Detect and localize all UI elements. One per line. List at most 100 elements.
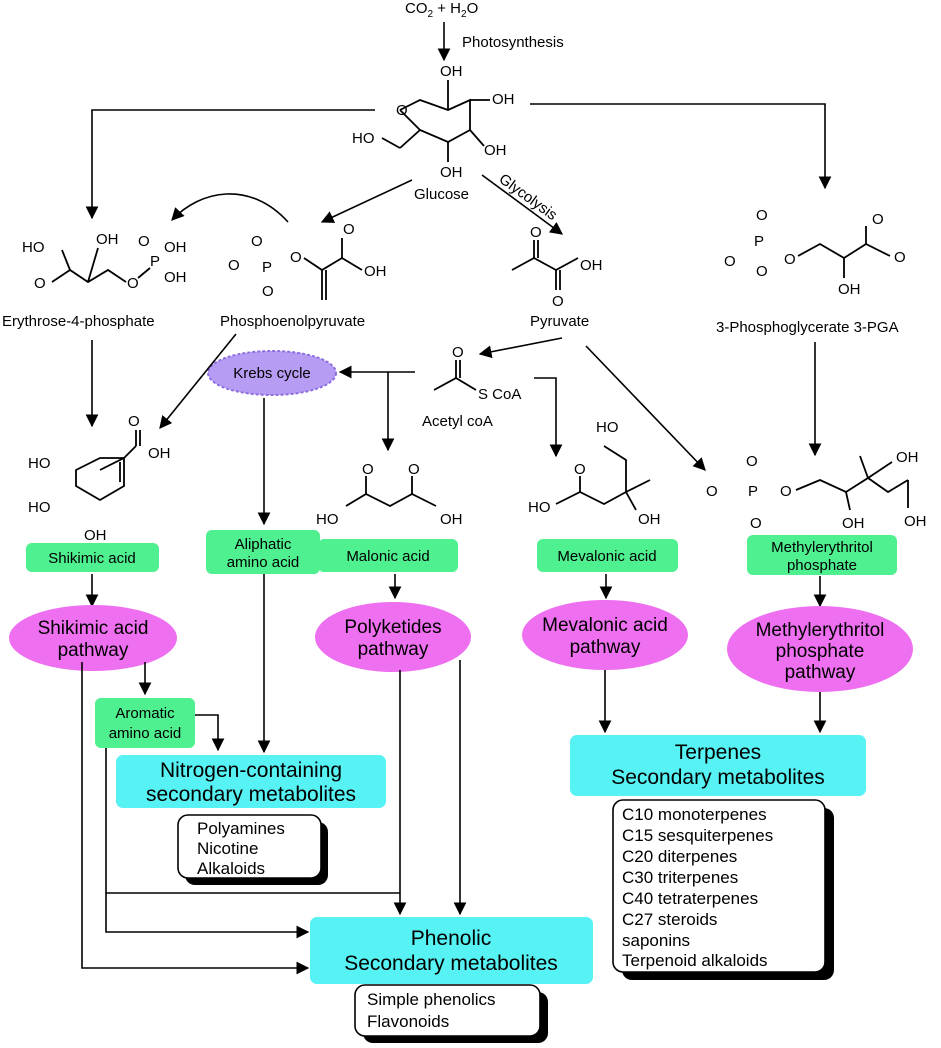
e4p-ho: HO [22, 239, 45, 256]
phenolic-item-2: Flavonoids [367, 1012, 449, 1031]
mevalonic-ho: HO [528, 499, 551, 516]
shikimic-acid-oh: OH [148, 445, 171, 462]
krebs-cycle-oval [207, 350, 337, 396]
aromatic-to-phenolic-arrow [105, 748, 310, 939]
e4p-structure: HO OH O O P O OH OH [22, 231, 187, 292]
terpenes-title-line2: Secondary metabolites [611, 766, 825, 789]
mevalonic-o: O [574, 461, 586, 478]
shikimic-pathway-line1: Shikimic acid [38, 618, 149, 639]
acetyl-s-coa: S CoA [478, 386, 521, 403]
glucose-to-pga-arrow [530, 103, 832, 190]
terpenes-list-box [612, 799, 826, 973]
terpenes-item-8: Terpenoid alkaloids [622, 951, 768, 970]
acetyl-to-mevalonic-arrow [534, 377, 563, 458]
glucose-to-e4p-arrow [85, 109, 375, 220]
mep-o-left: O [706, 483, 718, 500]
e4p-label: Erythrose-4-phosphate [2, 313, 155, 330]
pga-p: P [754, 233, 764, 250]
glucose-oh-lower-right: OH [484, 142, 507, 159]
shikimic-to-phenolic-arrow [81, 662, 310, 975]
nitrogen-box [116, 755, 386, 808]
pep-to-e4p-arrow [171, 193, 289, 223]
malonic-ho: HO [316, 511, 339, 528]
mevalonic-pathway-line1: Mevalonic acid [542, 615, 668, 636]
phenolic-title-line1: Phenolic [411, 927, 492, 950]
mevalonic-acid-box [537, 539, 678, 572]
malonic-acid-box [318, 539, 458, 572]
pyruvate-to-mep-arrow [585, 345, 706, 471]
mep-structure: O O P O O OH OH OH [706, 449, 927, 532]
aromatic-to-nitrogen-arrow [195, 714, 225, 752]
pep-o-left: O [228, 257, 240, 274]
glycolysis-label: Glycolysis [496, 170, 561, 223]
mep-label-line2: phosphate [787, 557, 857, 574]
mep-pathway-line2: phosphate [776, 641, 865, 662]
pep-structure: O O P O O O OH [228, 221, 387, 300]
pga-o-minus: O [894, 249, 906, 266]
pyruvate-to-acetyl-arrow [478, 337, 563, 359]
acetyl-o: O [452, 344, 464, 361]
polyketides-line1: Polyketides [344, 617, 441, 638]
mep-oh-top: OH [896, 449, 919, 466]
pga-structure: O O P O O OH O O [724, 207, 906, 298]
shikimic-carbonyl-o: O [128, 413, 140, 430]
pep-oh: OH [364, 263, 387, 280]
pyruvate-label: Pyruvate [530, 313, 589, 330]
aliphatic-label-line1: Aliphatic [235, 536, 292, 553]
mep-ester-o: O [780, 483, 792, 500]
pep-carbonyl-o: O [343, 221, 355, 238]
aliphatic-label-line2: amino acid [227, 554, 300, 571]
terpenes-item-5: C40 tetraterpenes [622, 889, 758, 908]
malonic-acid-label: Malonic acid [346, 548, 429, 565]
pyruvate-acid-o: O [552, 293, 564, 310]
mep-pathway-oval [727, 606, 913, 692]
glycolysis-arrow [481, 174, 564, 235]
shikimic-acid-label: Shikimic acid [48, 550, 136, 567]
nitrogen-title-line1: Nitrogen-containing [160, 759, 342, 782]
glucose-structure: O OH OH OH OH HO [352, 63, 515, 181]
malonic-o-left: O [362, 461, 374, 478]
mep-pathway-line1: Methylerythritol [756, 620, 885, 641]
pyruvate-structure: O O OH [511, 224, 603, 310]
mep-oh-right: OH [904, 513, 927, 530]
mep-label-line1: Methylerythritol [771, 539, 873, 556]
pep-o-bottom: O [262, 283, 274, 300]
nitrogen-item-1: Polyamines [197, 819, 285, 838]
pep-ester-o: O [290, 249, 302, 266]
mep-o-bottom: O [750, 515, 762, 532]
glucose-label: Glucose [414, 186, 469, 203]
krebs-cycle-label: Krebs cycle [233, 365, 311, 382]
pga-o-left: O [724, 253, 736, 270]
mevalonic-pathway-line2: pathway [570, 637, 641, 658]
glucose-to-pep-arrow [320, 179, 413, 223]
nitrogen-list-box [177, 814, 322, 879]
glucose-ring-o: O [396, 102, 408, 119]
acetyl-coa-structure: O S CoA [433, 344, 521, 403]
shikimic-pathway-line2: pathway [58, 640, 129, 661]
aromatic-label-line1: Aromatic [115, 705, 175, 722]
shikimic-oh-bottom: OH [84, 527, 107, 544]
mep-o-top: O [746, 453, 758, 470]
phenolic-list-box [354, 984, 541, 1037]
mevalonic-ho-top: HO [596, 419, 619, 436]
malonic-acid-structure: O O HO OH [316, 461, 463, 528]
e4p-oh: OH [96, 231, 119, 248]
pep-label: Phosphoenolpyruvate [220, 313, 365, 330]
pyruvate-keto-o: O [530, 224, 542, 241]
mep-oh-mid: OH [842, 515, 865, 532]
glucose-oh-right: OH [492, 91, 515, 108]
glucose-oh-bottom: OH [440, 164, 463, 181]
mep-pathway-line3: pathway [785, 662, 856, 683]
shikimic-ho-mid: HO [28, 499, 51, 516]
terpenes-item-3: C20 diterpenes [622, 847, 737, 866]
e4p-aldehyde-o: O [34, 275, 46, 292]
pep-p: P [262, 259, 272, 276]
pga-ester-o: O [784, 251, 796, 268]
nitrogen-item-3: Alkaloids [197, 859, 265, 878]
shikimic-acid-box [26, 543, 159, 572]
aromatic-label-line2: amino acid [109, 725, 182, 742]
e4p-p-oh2: OH [164, 269, 187, 286]
mevalonic-acid-label: Mevalonic acid [557, 548, 656, 565]
phenolic-item-1: Simple phenolics [367, 990, 496, 1009]
